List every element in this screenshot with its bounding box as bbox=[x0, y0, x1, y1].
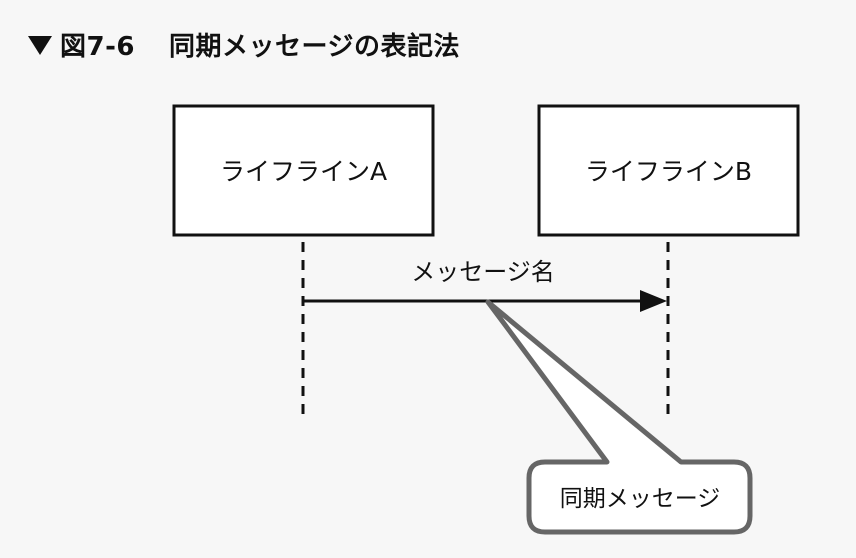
callout-label: 同期メッセージ bbox=[560, 486, 721, 512]
sync-message: メッセージ名 bbox=[303, 258, 667, 312]
lifeline-b: ライフラインB bbox=[537, 104, 800, 420]
figure-title: 同期メッセージの表記法 bbox=[168, 31, 460, 62]
filled-arrowhead-icon bbox=[640, 290, 667, 312]
figure-heading: 図7-6 同期メッセージの表記法 bbox=[28, 24, 460, 64]
down-triangle-icon bbox=[28, 35, 52, 55]
lifeline-a-label: ライフラインA bbox=[220, 157, 387, 186]
lifeline-a: ライフラインA bbox=[172, 104, 435, 420]
lifeline-b-label: ライフラインB bbox=[585, 157, 752, 186]
lifeline-b-box bbox=[537, 104, 800, 237]
callout-balloon: 同期メッセージ bbox=[485, 299, 753, 535]
lifeline-a-box bbox=[172, 104, 435, 237]
callout-shape bbox=[485, 299, 753, 535]
message-label: メッセージ名 bbox=[411, 258, 555, 286]
figure-number: 図7-6 bbox=[60, 31, 135, 62]
